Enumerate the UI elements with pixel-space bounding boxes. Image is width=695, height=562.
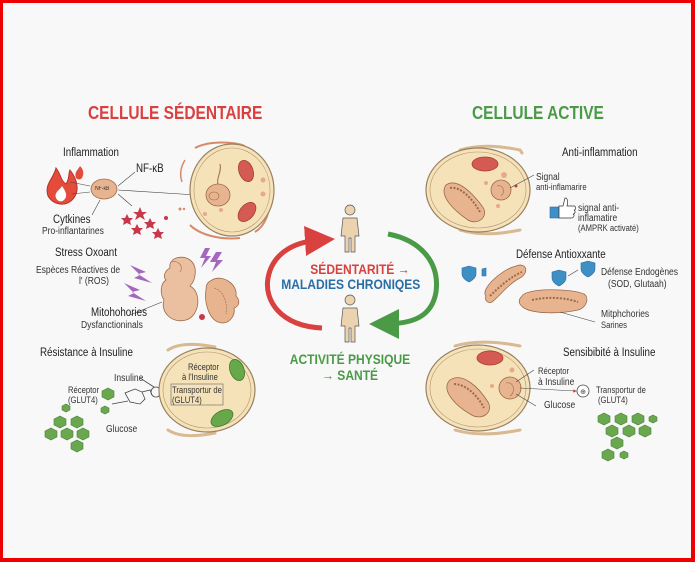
insulin-resistance-heading: Résistance à Insuline xyxy=(40,347,133,359)
endogenous-defense-sublabel: (SOD, Glutaah) xyxy=(608,279,667,290)
physical-activity-label: ACTIVITÉ PHYSIQUE xyxy=(289,351,411,367)
healthy-mitochondria xyxy=(484,264,596,323)
star-icon xyxy=(121,207,186,239)
glucose-label: Glucose xyxy=(106,424,138,435)
glut4-receptor-sublabel: (GLUT4) xyxy=(68,395,98,405)
person-icon xyxy=(340,294,360,343)
cell-receptor-sublabel: à l'Insuline xyxy=(182,372,218,382)
antioxidant-defense-heading: Défense Antioxxante xyxy=(516,249,606,261)
dysfunctional-mitochondria xyxy=(129,256,240,324)
svg-text:⊕: ⊕ xyxy=(580,389,586,396)
insulin-receptor-label: Réceptor xyxy=(538,366,570,376)
endogenous-defense-label: Défense Endogènes xyxy=(601,267,679,278)
ros-sublabel: l' (ROS) xyxy=(79,276,109,287)
glucose-hexagons xyxy=(44,387,115,453)
transporter-sublabel-right: (GLUT4) xyxy=(598,395,628,405)
cytokines-label: Cytkines xyxy=(53,214,91,226)
ampk-signal-label-2: inflamatire xyxy=(578,213,618,224)
sedentarity-label: SÉDENTARITÉ → xyxy=(310,261,410,277)
transporter-sublabel: (GLUT4) xyxy=(172,395,202,405)
insulin-sensitivity-heading: Sensibibité à Insuline xyxy=(563,347,656,359)
ampk-activated-label: (AMPRK activatė) xyxy=(578,223,639,233)
sensitive-cell: ⊕ xyxy=(425,340,590,436)
cytokines-sublabel: Pro-inflantarines xyxy=(42,226,104,237)
glucose-hexagons xyxy=(597,412,658,462)
glut4-receptor-label: Réceptor xyxy=(68,385,100,395)
ampk-signal-label: signal anti- xyxy=(578,203,620,214)
thumbs-up-icon xyxy=(549,197,576,219)
glucose-label-right: Glucose xyxy=(544,400,576,411)
nfkb-label: NF-κB xyxy=(136,163,164,175)
cell-receptor-label: Réceptor xyxy=(188,362,220,372)
signal-label: Signal xyxy=(536,172,560,183)
cycle-arrow-icon xyxy=(264,226,439,339)
transporter-label-right: Transportur de xyxy=(596,385,646,395)
healthy-mitochondria-label: Mitphchories xyxy=(601,309,650,320)
healthy-mitochondria-sublabel: Sarines xyxy=(601,320,627,330)
chronic-diseases-label: MALADIES CHRONIQES xyxy=(281,276,421,292)
signal-sublabel: anti-inflamarire xyxy=(536,182,587,192)
mitochondria-dysfunction-label: Mitohohories xyxy=(91,307,147,319)
oxidative-stress-heading: Stress Oxoant xyxy=(55,247,117,259)
ros-label: Espèces Réactives de xyxy=(36,265,121,276)
healthy-cell xyxy=(425,144,535,236)
anti-inflammation-heading: Anti-inflammation xyxy=(562,147,638,159)
sedentary-cell-title: CELLULE SÉDENTAIRE xyxy=(88,103,263,123)
person-icon xyxy=(340,204,360,253)
sedentary-cell-inflamed xyxy=(180,141,275,240)
insulin-label: Insuline xyxy=(114,373,144,384)
health-label: → SANTÉ xyxy=(321,367,379,383)
shield-icon xyxy=(461,260,596,287)
resistant-cell xyxy=(158,342,256,438)
active-cell-title: CELLULE ACTIVE xyxy=(472,103,604,123)
mitochondria-dysfunction-sublabel: Dysfanctioninals xyxy=(81,320,143,331)
fire-icon xyxy=(46,166,84,205)
insulin-receptor-sublabel: à Insuline xyxy=(538,377,575,388)
inflammation-heading: Inflammation xyxy=(63,147,119,159)
transporter-label: Transportur de xyxy=(172,385,222,395)
nfkb-bubble-label: NF-κB xyxy=(95,186,110,192)
lightning-bolt-icon xyxy=(124,248,223,301)
